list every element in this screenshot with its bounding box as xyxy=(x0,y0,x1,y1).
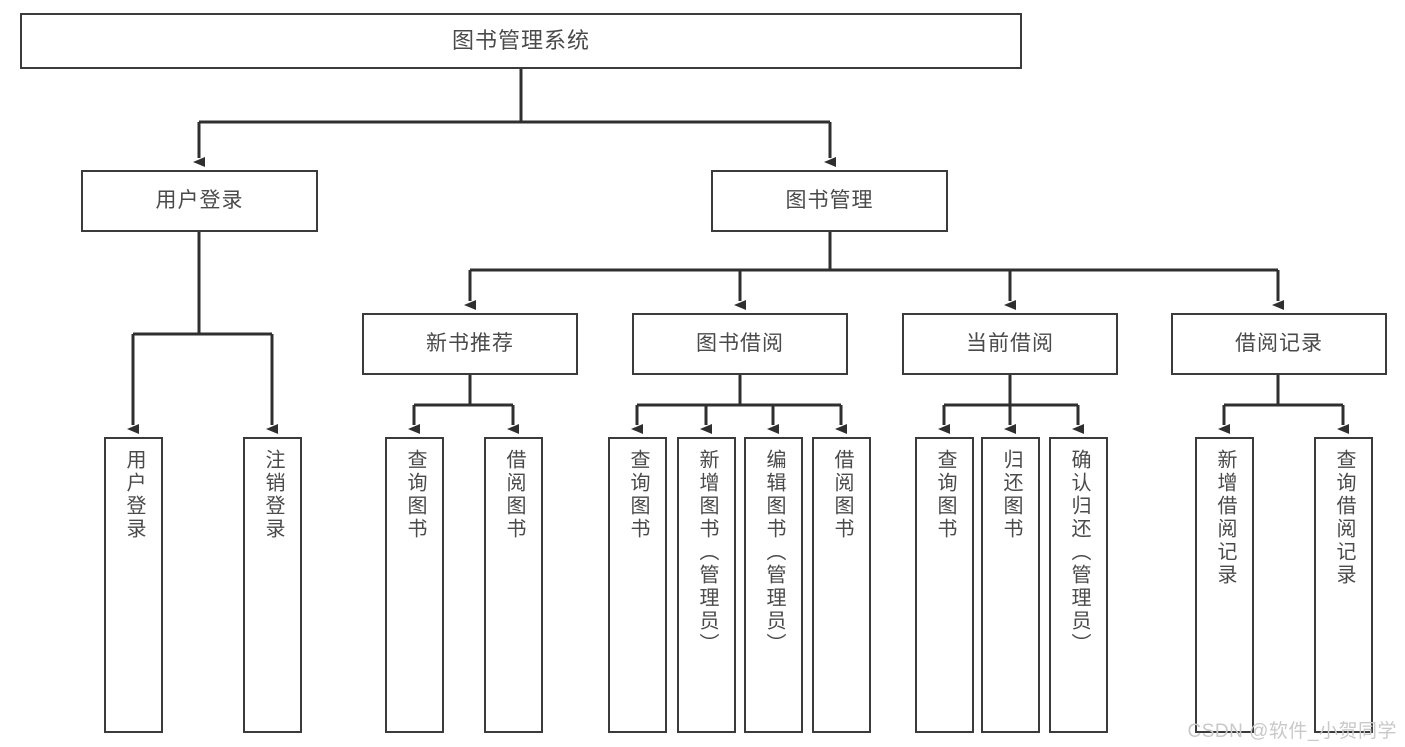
node-label: 查询借阅记录 xyxy=(1333,449,1355,587)
node-label: 借阅记录 xyxy=(1235,331,1323,355)
node-label: 确认归还（管理员） xyxy=(1068,449,1090,656)
node-label: 图书管理 xyxy=(785,188,874,212)
node-book-management[interactable]: 图书管理 xyxy=(711,170,948,232)
node-borrow-record[interactable]: 借阅记录 xyxy=(1171,313,1387,375)
leaf-book-borrow-edit-book-admin[interactable]: 编辑图书（管理员） xyxy=(744,437,803,733)
node-label: 借阅图书 xyxy=(831,449,853,541)
leaf-new-book-borrow-book[interactable]: 借阅图书 xyxy=(484,437,543,733)
node-current-borrow[interactable]: 当前借阅 xyxy=(902,313,1118,375)
node-label: 查询图书 xyxy=(934,449,956,541)
node-label: 编辑图书（管理员） xyxy=(763,449,785,656)
node-label: 新书推荐 xyxy=(426,331,514,355)
node-label: 归还图书 xyxy=(1000,449,1022,541)
node-label: 图书管理系统 xyxy=(451,28,590,54)
node-label: 新增借阅记录 xyxy=(1214,449,1236,587)
node-label: 当前借阅 xyxy=(966,331,1054,355)
node-label: 用户登录 xyxy=(155,188,244,212)
leaf-book-borrow-add-book-admin[interactable]: 新增图书（管理员） xyxy=(677,437,736,733)
leaf-current-borrow-query-book[interactable]: 查询图书 xyxy=(915,437,974,733)
node-root-book-management-system[interactable]: 图书管理系统 xyxy=(20,13,1022,69)
leaf-borrow-record-query-record[interactable]: 查询借阅记录 xyxy=(1314,437,1373,733)
node-label: 图书借阅 xyxy=(696,331,784,355)
node-book-borrow[interactable]: 图书借阅 xyxy=(632,313,848,375)
node-label: 注销登录 xyxy=(262,449,284,541)
node-label: 用户登录 xyxy=(123,449,145,541)
leaf-current-borrow-confirm-return-admin[interactable]: 确认归还（管理员） xyxy=(1049,437,1108,733)
node-user-login[interactable]: 用户登录 xyxy=(81,170,318,232)
node-label: 查询图书 xyxy=(404,449,426,541)
node-new-book-recommend[interactable]: 新书推荐 xyxy=(362,313,578,375)
leaf-current-borrow-return-book[interactable]: 归还图书 xyxy=(981,437,1040,733)
node-label: 新增图书（管理员） xyxy=(696,449,718,656)
leaf-book-borrow-query-book[interactable]: 查询图书 xyxy=(608,437,667,733)
leaf-borrow-record-add-record[interactable]: 新增借阅记录 xyxy=(1195,437,1254,733)
leaf-book-borrow-borrow-book[interactable]: 借阅图书 xyxy=(812,437,871,733)
node-label: 查询图书 xyxy=(627,449,649,541)
leaf-user-login-login[interactable]: 用户登录 xyxy=(104,437,163,733)
leaf-new-book-query-book[interactable]: 查询图书 xyxy=(385,437,444,733)
leaf-user-login-logout[interactable]: 注销登录 xyxy=(243,437,302,733)
node-label: 借阅图书 xyxy=(503,449,525,541)
